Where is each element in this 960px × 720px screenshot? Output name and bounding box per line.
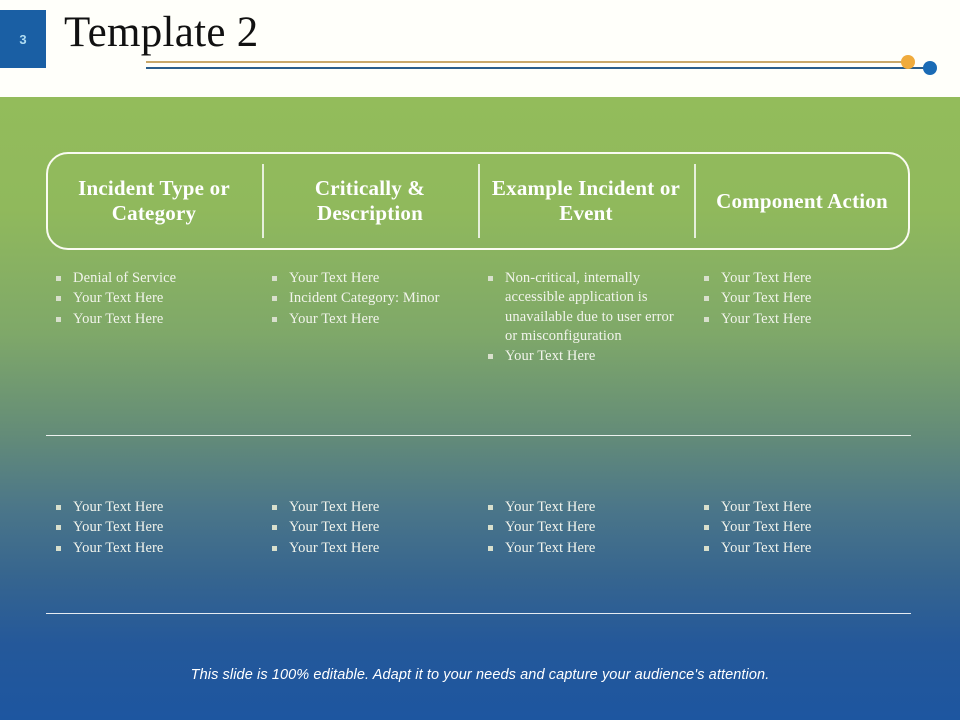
table-header-label-3: Example Incident or Event [491,176,681,225]
bullet-item: Your Text Here [694,498,900,517]
bullet-item: Your Text Here [46,289,252,308]
slide-body: Incident Type or Category Critically & D… [0,97,960,720]
table-header-cell-2: Critically & Description [262,152,478,250]
bullet-item: Your Text Here [694,269,900,288]
table-header-row: Incident Type or Category Critically & D… [46,152,910,250]
slide-header: 3 Template 2 [0,0,960,97]
row-divider [46,435,911,437]
bullet-item: Your Text Here [694,518,900,537]
bullet-item: Your Text Here [478,539,684,558]
bullet-item: Your Text Here [478,347,684,366]
bullet-item: Your Text Here [46,518,252,537]
bullet-item: Incident Category: Minor [262,289,468,308]
table-header-label-4: Component Action [716,188,888,213]
header-rule-gold [146,61,908,63]
table-header-cell-4: Component Action [694,152,910,250]
header-dot-gold-icon [901,55,915,69]
bullet-item: Your Text Here [46,310,252,329]
bullet-item: Your Text Here [262,269,468,288]
table-cell: Non-critical, internally accessible appl… [478,269,694,367]
row-divider [46,613,911,615]
editable-note: This slide is 100% editable. Adapt it to… [190,667,770,683]
bullet-item: Your Text Here [694,539,900,558]
bullet-list: Non-critical, internally accessible appl… [478,269,684,366]
header-dot-blue-icon [923,61,937,75]
table-header-cell-3: Example Incident or Event [478,152,694,250]
bullet-item: Your Text Here [262,518,468,537]
page-number-badge: 3 [0,10,46,68]
table-header-cell-1: Incident Type or Category [46,152,262,250]
header-rule-blue [146,67,930,69]
bullet-item: Your Text Here [694,289,900,308]
bullet-item: Your Text Here [46,498,252,517]
page-title: Template 2 [64,9,259,56]
bullet-item: Your Text Here [262,310,468,329]
table-header-label-2: Critically & Description [314,176,426,225]
bullet-item: Denial of Service [46,269,252,288]
bullet-item: Your Text Here [478,518,684,537]
bullet-item: Your Text Here [262,498,468,517]
bullet-item: Your Text Here [262,539,468,558]
bullet-item: Your Text Here [478,498,684,517]
bullet-item: Your Text Here [46,539,252,558]
bullet-item: Non-critical, internally accessible appl… [478,269,684,346]
table-header-box [46,152,910,250]
bullet-item: Your Text Here [694,310,900,329]
table-header-label-1: Incident Type or Category [78,176,230,225]
